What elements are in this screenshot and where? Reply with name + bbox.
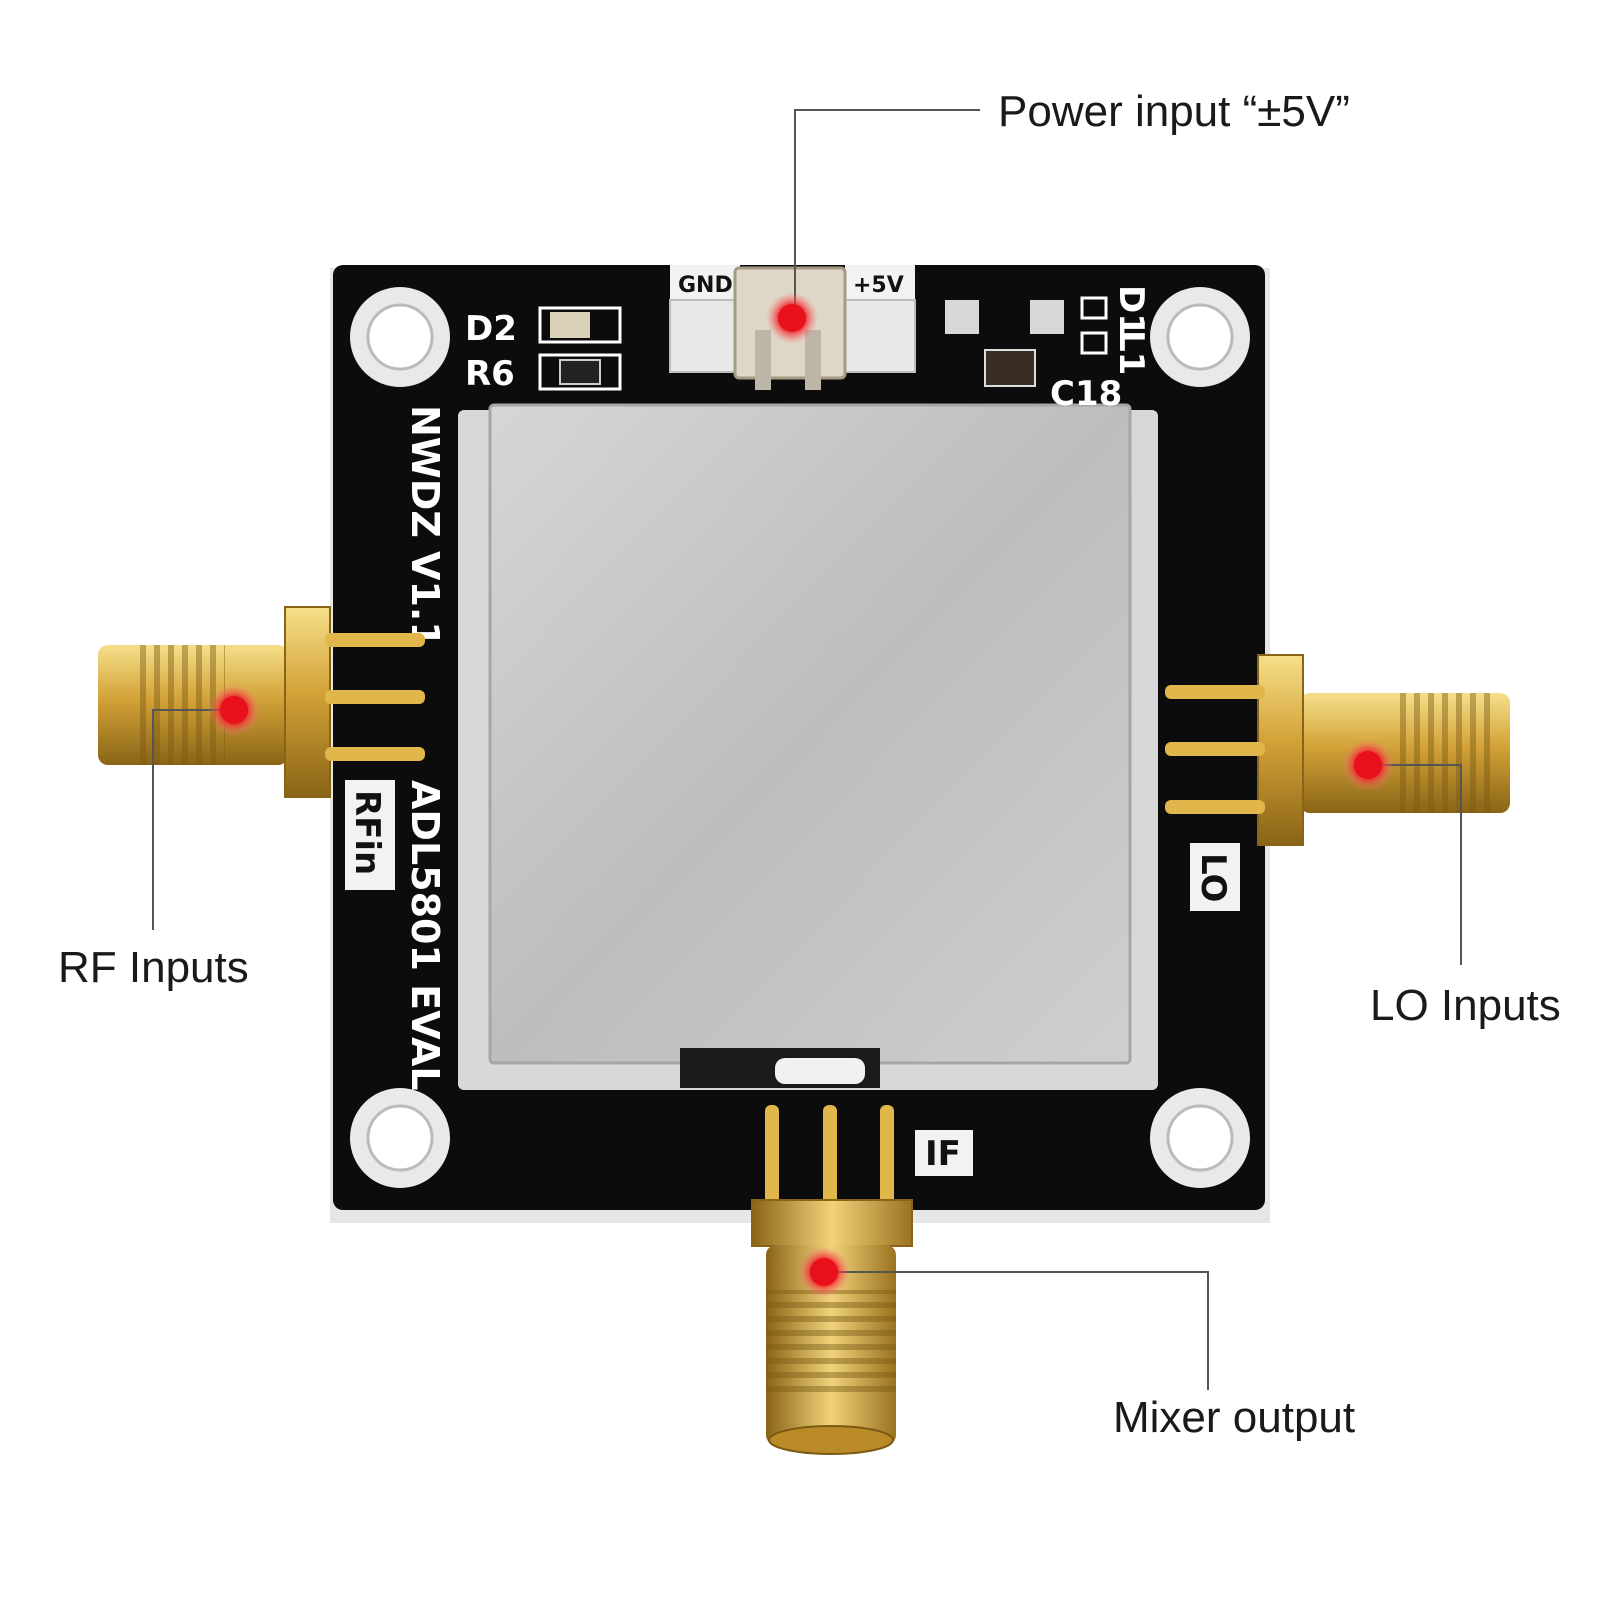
mixer-callout: Mixer output bbox=[1113, 1393, 1355, 1442]
mounting-hole-tl bbox=[350, 287, 450, 387]
resistor-r6 bbox=[538, 353, 622, 391]
lo-leader bbox=[1372, 764, 1462, 965]
d2-label: D2 bbox=[465, 309, 517, 349]
mixer-leader bbox=[824, 1271, 1209, 1390]
lo-label: LO bbox=[1193, 853, 1233, 902]
shield-vias bbox=[470, 430, 478, 1070]
power-leader bbox=[794, 109, 980, 318]
mounting-hole-bl bbox=[350, 1088, 450, 1188]
nwdz-label: NWDZ V1.1 bbox=[403, 405, 447, 648]
l1-label: L1 bbox=[1111, 330, 1151, 375]
adl-label: ADL5801 EVAL bbox=[403, 780, 447, 1091]
inductor-l1-pads bbox=[1080, 296, 1108, 355]
rf-callout: RF Inputs bbox=[58, 943, 249, 992]
marker-dots bbox=[208, 292, 1394, 1298]
leader-lines bbox=[152, 109, 1462, 1390]
c18-label: C18 bbox=[1050, 374, 1122, 414]
diode-d1-pads bbox=[945, 300, 1064, 387]
rfin-badge: RFin bbox=[345, 780, 395, 890]
r6-label: R6 bbox=[465, 354, 515, 394]
if-badge: IF bbox=[915, 1130, 973, 1176]
if-sma-connector bbox=[751, 1105, 913, 1455]
power-callout: Power input “±5V” bbox=[998, 87, 1350, 136]
mounting-hole-br bbox=[1150, 1088, 1250, 1188]
led-d2 bbox=[538, 306, 622, 344]
lo-badge: LO bbox=[1190, 843, 1240, 911]
plus5v-label: +5V bbox=[853, 273, 904, 298]
lo-callout: LO Inputs bbox=[1370, 981, 1561, 1030]
gnd-label: GND bbox=[678, 273, 733, 298]
rfin-label: RFin bbox=[347, 790, 387, 875]
d1-label: D1 bbox=[1111, 285, 1151, 337]
rf-leader bbox=[152, 709, 234, 930]
shield-can bbox=[488, 403, 1132, 1065]
if-label: IF bbox=[925, 1134, 961, 1174]
pcb-board: D2 R6 GND +5V bbox=[330, 265, 1270, 1223]
mounting-hole-tr bbox=[1150, 287, 1250, 387]
